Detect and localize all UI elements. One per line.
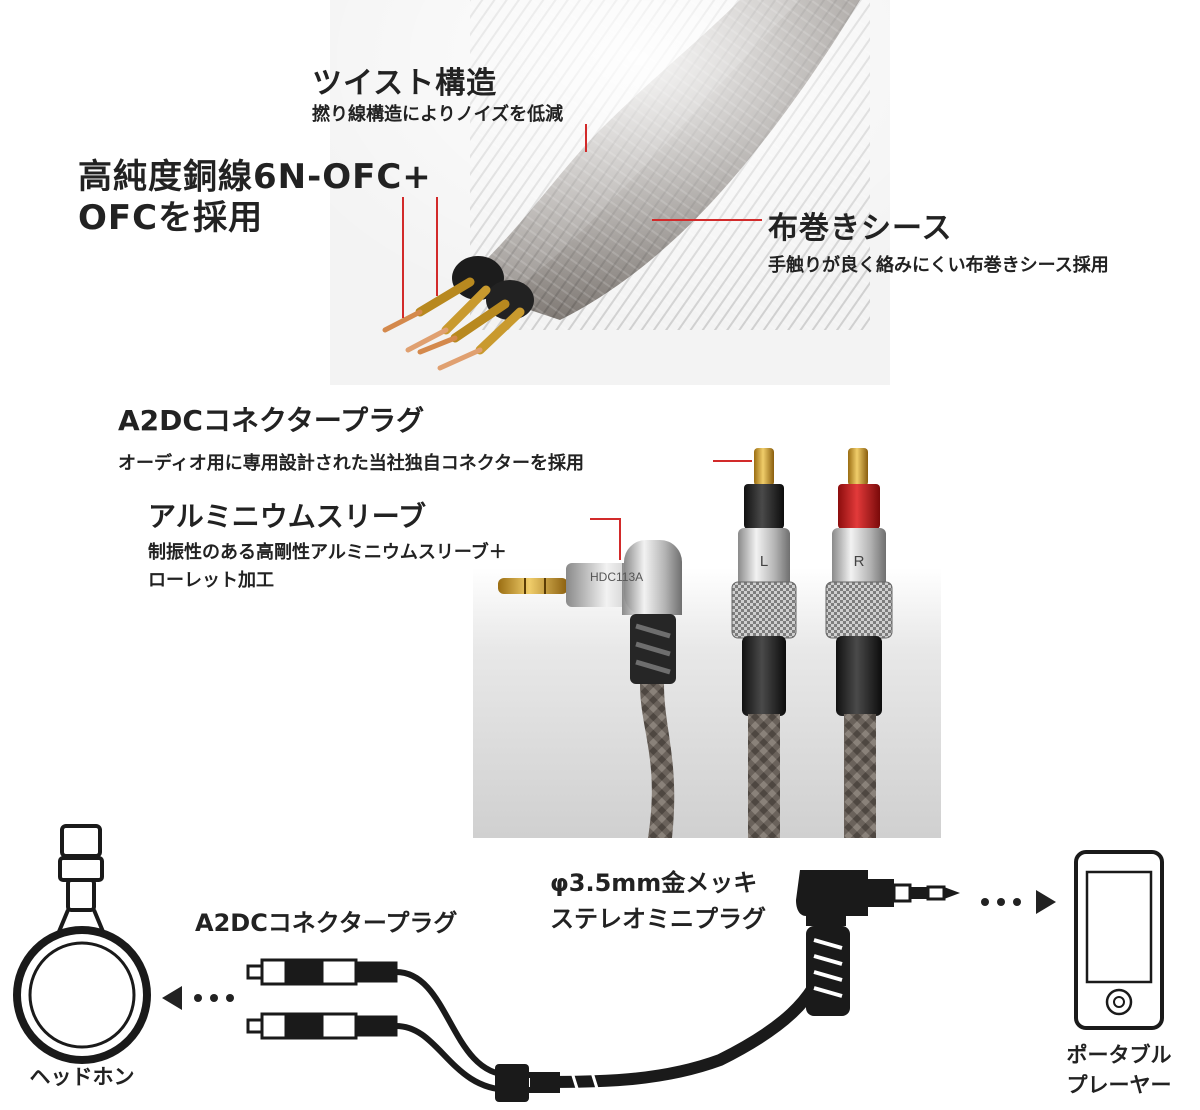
ofc-title-line2: OFCを採用 bbox=[78, 198, 264, 238]
sleeve-title: アルミニウムスリーブ bbox=[148, 500, 427, 533]
a2dc-desc: オーディオ用に専用設計された当社独自コネクターを採用 bbox=[118, 453, 585, 474]
portable-player-icon bbox=[1074, 850, 1164, 1030]
player-label-line1: ポータブル bbox=[1066, 1043, 1172, 1067]
diagram-plug-label-line2: ステレオミニプラグ bbox=[550, 905, 766, 933]
player-label-line2: プレーヤー bbox=[1066, 1073, 1172, 1097]
twist-desc: 撚り線構造によりノイズを低減 bbox=[312, 104, 564, 125]
sheath-title: 布巻きシース bbox=[768, 211, 953, 246]
a2dc-plug-icon bbox=[246, 958, 398, 986]
right-channel-mark: R bbox=[854, 553, 865, 570]
headphone-label: ヘッドホン bbox=[29, 1065, 135, 1089]
sheath-desc: 手触りが良く絡みにくい布巻きシース採用 bbox=[768, 255, 1109, 276]
a2dc-plug-icon bbox=[246, 1012, 398, 1040]
stereo-mini-plug-icon bbox=[796, 870, 960, 1016]
a2dc-title: A2DCコネクタープラグ bbox=[118, 404, 425, 437]
arrow-left-icon bbox=[162, 986, 182, 1010]
callout-line-sleeve bbox=[590, 518, 621, 560]
model-number: HDC113A bbox=[590, 570, 644, 584]
left-channel-mark: L bbox=[760, 553, 768, 570]
diagram-plug-label-line1: φ3.5mm金メッキ bbox=[550, 869, 758, 897]
twist-title: ツイスト構造 bbox=[312, 66, 498, 101]
sleeve-desc-line2: ローレット加工 bbox=[148, 570, 274, 591]
arrow-right-icon bbox=[1036, 890, 1056, 914]
sleeve-desc-line1: 制振性のある高剛性アルミニウムスリーブ＋ bbox=[148, 542, 507, 563]
headphone-icon bbox=[13, 824, 151, 1064]
product-illustration: L R bbox=[498, 448, 893, 838]
ofc-title-line1: 高純度銅線6N-OFC+ bbox=[78, 157, 432, 197]
diagram-a2dc-label: A2DCコネクタープラグ bbox=[195, 909, 458, 937]
braided-cable-illustration bbox=[330, 0, 890, 385]
